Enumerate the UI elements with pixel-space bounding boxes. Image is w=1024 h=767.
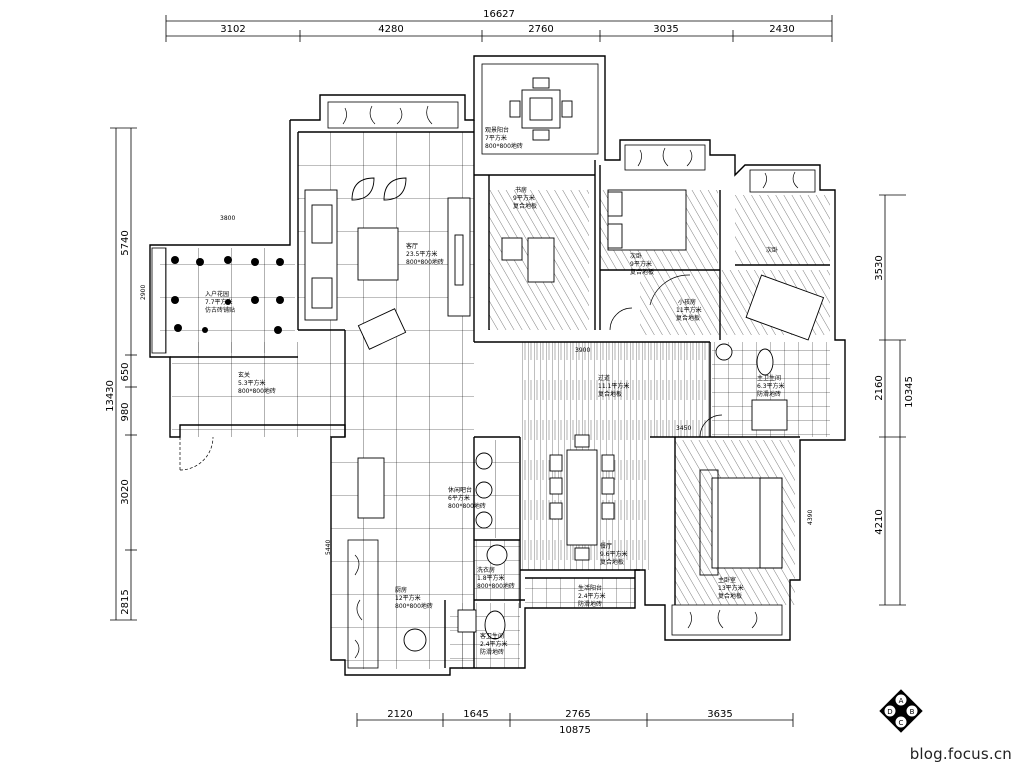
top-dimension-line <box>165 15 833 42</box>
area-service-balcony: 2.4平方米 <box>578 592 606 600</box>
dim-left-3: 980 <box>120 402 131 421</box>
compass-b: B <box>910 708 915 716</box>
label-garden: 入户花园 <box>205 290 229 298</box>
dim-left-1: 5740 <box>120 230 131 255</box>
dim-top-2: 4280 <box>378 24 403 35</box>
dim-top-5: 2430 <box>769 24 794 35</box>
garden-plants <box>171 256 284 334</box>
note-study: 复合地板 <box>513 202 537 210</box>
area-kids: 11平方米 <box>676 306 702 314</box>
compass-a: A <box>899 697 904 705</box>
inner-dim-5: 3900 <box>575 347 590 354</box>
inner-dim-3: 5440 <box>325 540 332 555</box>
area-corridor: 11.1平方米 <box>598 382 629 390</box>
inner-dim-1: 3800 <box>220 215 235 222</box>
label-kids: 小孩房 <box>678 298 696 306</box>
note-guest-bath: 防滑地砖 <box>480 648 504 656</box>
label-dining-bar: 休闲吧台 <box>448 486 472 494</box>
area-master-bath: 6.3平方米 <box>757 382 785 390</box>
doors <box>179 274 723 471</box>
label-master: 主卧室 <box>718 576 736 584</box>
label-bedroom2: 次卧 <box>630 252 642 260</box>
watermark-text: blog.focus.cn <box>909 745 1012 763</box>
dim-top-1: 3102 <box>220 24 245 35</box>
inner-dimensions: 3800 2900 5440 4390 3900 3450 <box>140 215 814 555</box>
note-dining: 复合地板 <box>600 558 624 566</box>
dim-top-4: 3035 <box>653 24 678 35</box>
dim-right-2: 2160 <box>874 375 885 400</box>
area-view-balcony: 7平方米 <box>485 134 507 142</box>
inner-dim-4: 4390 <box>807 510 814 525</box>
note-bedroom2: 复合地板 <box>630 268 654 276</box>
dim-right-1: 3530 <box>874 255 885 280</box>
label-guest-bath: 客卫生间 <box>480 632 504 640</box>
label-study: 书房 <box>515 186 527 194</box>
area-master: 13平方米 <box>718 584 744 592</box>
label-hall: 玄关 <box>238 371 250 379</box>
dim-bottom-2: 1645 <box>463 709 488 720</box>
dim-left-4: 3020 <box>120 479 131 504</box>
dim-bottom-4: 3635 <box>707 709 732 720</box>
dim-right-3: 4210 <box>874 509 885 534</box>
left-dimension-line <box>110 127 137 621</box>
note-living: 800*800地砖 <box>406 258 444 266</box>
area-living: 23.5平方米 <box>406 250 437 258</box>
note-view-balcony: 800*800地砖 <box>485 142 523 150</box>
label-corridor: 过道 <box>598 374 610 382</box>
area-study: 9平方米 <box>513 194 535 202</box>
area-garden: 7.7平方米 <box>205 298 233 306</box>
area-dining: 9.6平方米 <box>600 550 628 558</box>
label-living: 客厅 <box>406 242 418 250</box>
note-laundry: 800*800地砖 <box>477 582 515 590</box>
label-view-balcony: 观景阳台 <box>485 126 509 134</box>
area-bedroom2: 9平方米 <box>630 260 652 268</box>
dim-right-total: 10345 <box>904 376 915 408</box>
label-bedroom3: 次卧 <box>766 246 778 254</box>
dim-left-total: 13430 <box>105 380 116 412</box>
note-master: 复合地板 <box>718 592 742 600</box>
note-kitchen: 800*800地砖 <box>395 602 433 610</box>
furniture <box>304 77 825 652</box>
note-master-bath: 防滑地砖 <box>757 390 781 398</box>
note-corridor: 复合地板 <box>598 390 622 398</box>
label-dining: 餐厅 <box>600 542 612 550</box>
compass-c: C <box>899 719 904 727</box>
note-kids: 复合地板 <box>676 314 700 322</box>
dim-bottom-3: 2765 <box>565 709 590 720</box>
compass-d: D <box>887 708 892 716</box>
label-kitchen: 厨房 <box>395 586 407 594</box>
dim-bottom-1: 2120 <box>387 709 412 720</box>
inner-dim-6: 3450 <box>676 425 691 432</box>
note-dining-bar: 800*800地砖 <box>448 502 486 510</box>
note-hall: 800*800地砖 <box>238 387 276 395</box>
walls <box>149 55 846 676</box>
note-service-balcony: 防滑地砖 <box>578 600 602 608</box>
dim-left-5: 2815 <box>120 589 131 614</box>
area-guest-bath: 2.4平方米 <box>480 640 508 648</box>
dim-top-3: 2760 <box>528 24 553 35</box>
label-master-bath: 主卫生间 <box>757 374 781 382</box>
area-laundry: 1.8平方米 <box>477 574 505 582</box>
dim-left-2: 650 <box>120 362 131 381</box>
marble-hatch <box>342 105 799 659</box>
bottom-dimension-line <box>356 713 794 727</box>
label-service-balcony: 生活阳台 <box>578 584 602 592</box>
area-kitchen: 12平方米 <box>395 594 421 602</box>
room-labels: 观景阳台 7平方米 800*800地砖 书房 9平方米 复合地板 次卧 9平方米… <box>205 126 785 656</box>
right-dimension-line <box>879 194 906 606</box>
label-laundry: 洗衣房 <box>477 566 495 574</box>
dim-bottom-total: 10875 <box>559 725 591 736</box>
dim-top-total: 16627 <box>483 9 515 20</box>
inner-dim-2: 2900 <box>140 285 147 300</box>
area-dining-bar: 6平方米 <box>448 494 470 502</box>
balcony-frames <box>151 63 816 669</box>
note-garden: 仿古砖铺贴 <box>205 306 235 314</box>
area-hall: 5.3平方米 <box>238 379 266 387</box>
compass-icon <box>879 689 923 733</box>
